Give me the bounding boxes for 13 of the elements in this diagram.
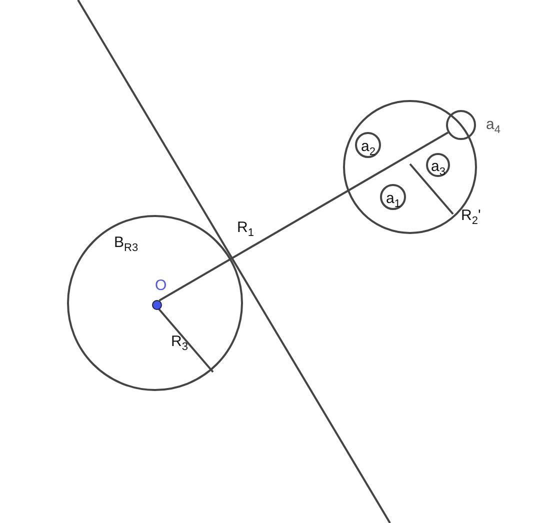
circle-label: a$_{1}$ [386,191,400,207]
radius-label: R$_{3}$ [171,334,188,350]
small-circle [380,184,406,210]
segment-label: R$_{1}$ [237,220,254,236]
point-label: a$_{4}$ [486,117,500,133]
circle-label: a$_{2}$ [361,139,376,155]
ball-label: B$_{R3}$ [114,235,138,251]
small-circle [355,132,381,158]
radius-label: R$_{2}$' [461,208,481,224]
large-circle [343,100,477,234]
center-label: O [155,278,167,294]
small-circle [426,153,450,177]
line-segment [158,132,449,302]
